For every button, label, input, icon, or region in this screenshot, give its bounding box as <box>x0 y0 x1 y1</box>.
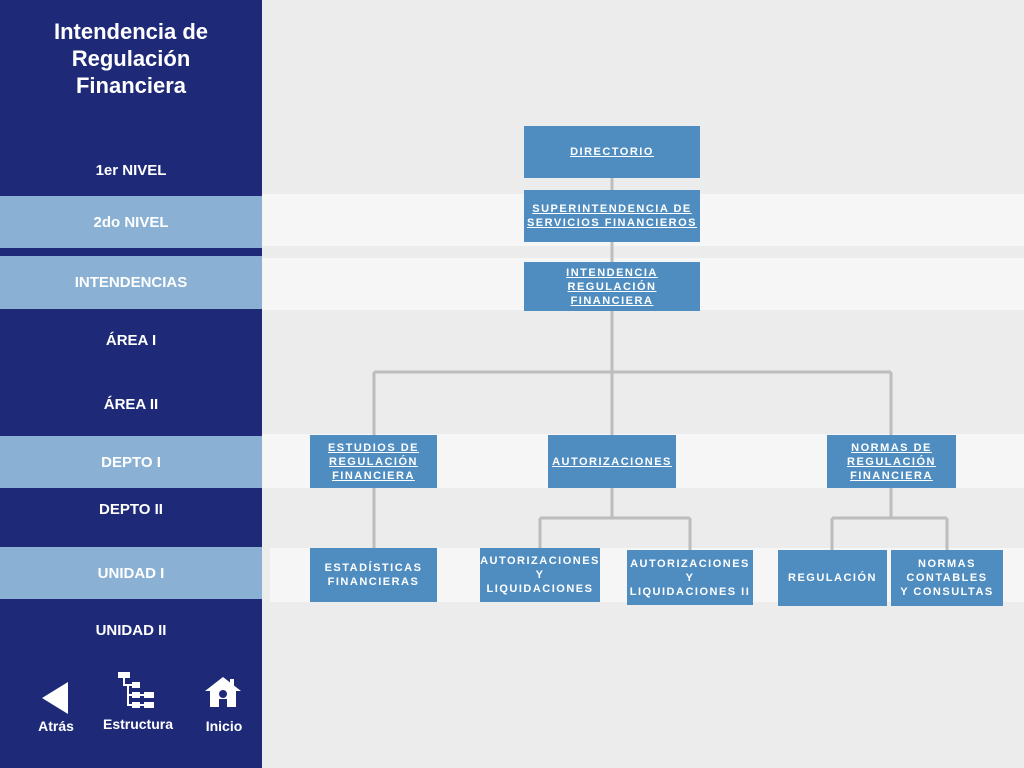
org-box-normas[interactable]: NORMAS DE REGULACIÓN FINANCIERA <box>827 435 956 488</box>
org-box-autorizaciones-liquidaciones[interactable]: AUTORIZACIONES Y LIQUIDACIONES <box>480 548 600 602</box>
sidebar-title: Intendencia de Regulación Financiera <box>53 19 209 98</box>
level-label: UNIDAD II <box>95 621 167 639</box>
home-icon <box>205 677 241 707</box>
back-button[interactable]: Atrás <box>14 668 98 740</box>
sidebar: Intendencia de Regulación Financiera 1er… <box>0 0 262 768</box>
org-chart-icon <box>118 672 154 708</box>
level-2do-nivel[interactable]: 2do NIVEL <box>0 196 262 248</box>
org-box-estadisticas[interactable]: ESTADÍSTICAS FINANCIERAS <box>310 548 437 602</box>
org-box-directorio[interactable]: DIRECTORIO <box>524 126 700 178</box>
level-intendencias[interactable]: INTENDENCIAS <box>0 256 262 309</box>
org-box-intendencia[interactable]: INTENDENCIA REGULACIÓN FINANCIERA <box>524 262 700 311</box>
structure-button[interactable]: Estructura <box>96 668 180 740</box>
level-label: ÁREA II <box>103 395 159 413</box>
home-button[interactable]: Inicio <box>182 668 266 740</box>
org-box-superintendencia[interactable]: SUPERINTENDENCIA DE SERVICIOS FINANCIERO… <box>524 190 700 242</box>
org-box-regulacion[interactable]: REGULACIÓN <box>778 550 887 606</box>
level-label: INTENDENCIAS <box>74 274 188 291</box>
back-arrow-icon <box>42 682 68 714</box>
org-box-estudios[interactable]: ESTUDIOS DE REGULACIÓN FINANCIERA <box>310 435 437 488</box>
back-label: Atrás <box>38 718 74 734</box>
org-box-normas-contables[interactable]: NORMAS CONTABLES Y CONSULTAS <box>891 550 1003 606</box>
home-label: Inicio <box>205 718 243 734</box>
level-label: 2do NIVEL <box>93 213 169 231</box>
level-area-i[interactable]: ÁREA I <box>0 314 262 366</box>
level-1er-nivel[interactable]: 1er NIVEL <box>0 145 262 195</box>
level-label: DEPTO I <box>101 453 161 471</box>
level-label: ÁREA I <box>105 331 157 349</box>
level-depto-ii[interactable]: DEPTO II <box>0 484 262 534</box>
org-box-autorizaciones[interactable]: AUTORIZACIONES <box>548 435 676 488</box>
level-label: UNIDAD I <box>97 564 165 582</box>
level-unidad-ii[interactable]: UNIDAD II <box>0 605 262 655</box>
level-area-ii[interactable]: ÁREA II <box>0 378 262 430</box>
level-label: 1er NIVEL <box>95 161 167 179</box>
org-box-autorizaciones-liquidaciones-ii[interactable]: AUTORIZACIONES Y LIQUIDACIONES II <box>627 550 753 605</box>
level-label: DEPTO II <box>99 500 163 518</box>
structure-label: Estructura <box>102 716 174 732</box>
level-unidad-i[interactable]: UNIDAD I <box>0 547 262 599</box>
level-depto-i[interactable]: DEPTO I <box>0 436 262 488</box>
